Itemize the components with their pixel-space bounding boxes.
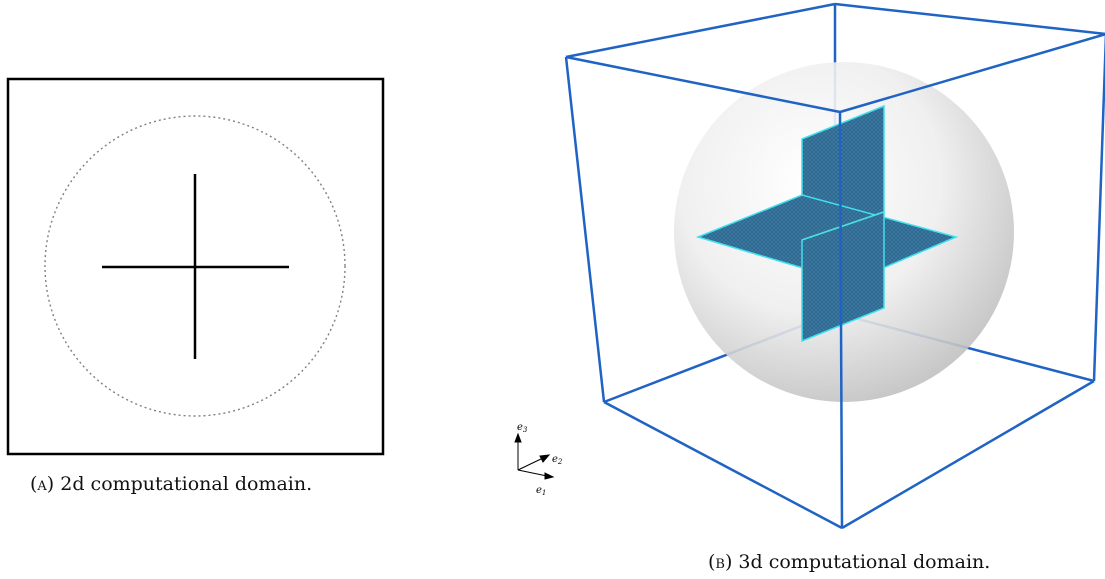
outer-square-boundary: [6, 77, 385, 456]
caption-b: (b) 3d computational domain.: [708, 551, 990, 573]
figure-3d-domain: e3 e2 e1 (b) 3d computational domain.: [480, 0, 1105, 579]
caption-a-text: 2d computational domain.: [54, 473, 313, 495]
caption-b-tag: (b): [708, 551, 733, 573]
domain-3d-diagram: e3 e2 e1: [514, 2, 1105, 530]
e2-label: e2: [552, 454, 563, 466]
e1-arrowhead: [544, 472, 555, 480]
caption-b-text: 3d computational domain.: [732, 551, 991, 573]
vertical-plane-lower: [801, 210, 885, 343]
caption-a: (a) 2d computational domain.: [30, 473, 312, 495]
e1-label: e1: [536, 485, 546, 497]
caption-a-tag: (a): [30, 473, 55, 495]
cube-front-edges: [564, 32, 1105, 530]
domain-2d-diagram: [6, 77, 385, 456]
e3-arrowhead: [514, 432, 522, 443]
figure-2d-domain: (a) 2d computational domain.: [0, 0, 400, 520]
axis-triad: [514, 432, 555, 480]
e2-arrowhead: [539, 454, 551, 463]
dotted-circle: [44, 115, 346, 417]
e3-label: e3: [517, 422, 528, 434]
